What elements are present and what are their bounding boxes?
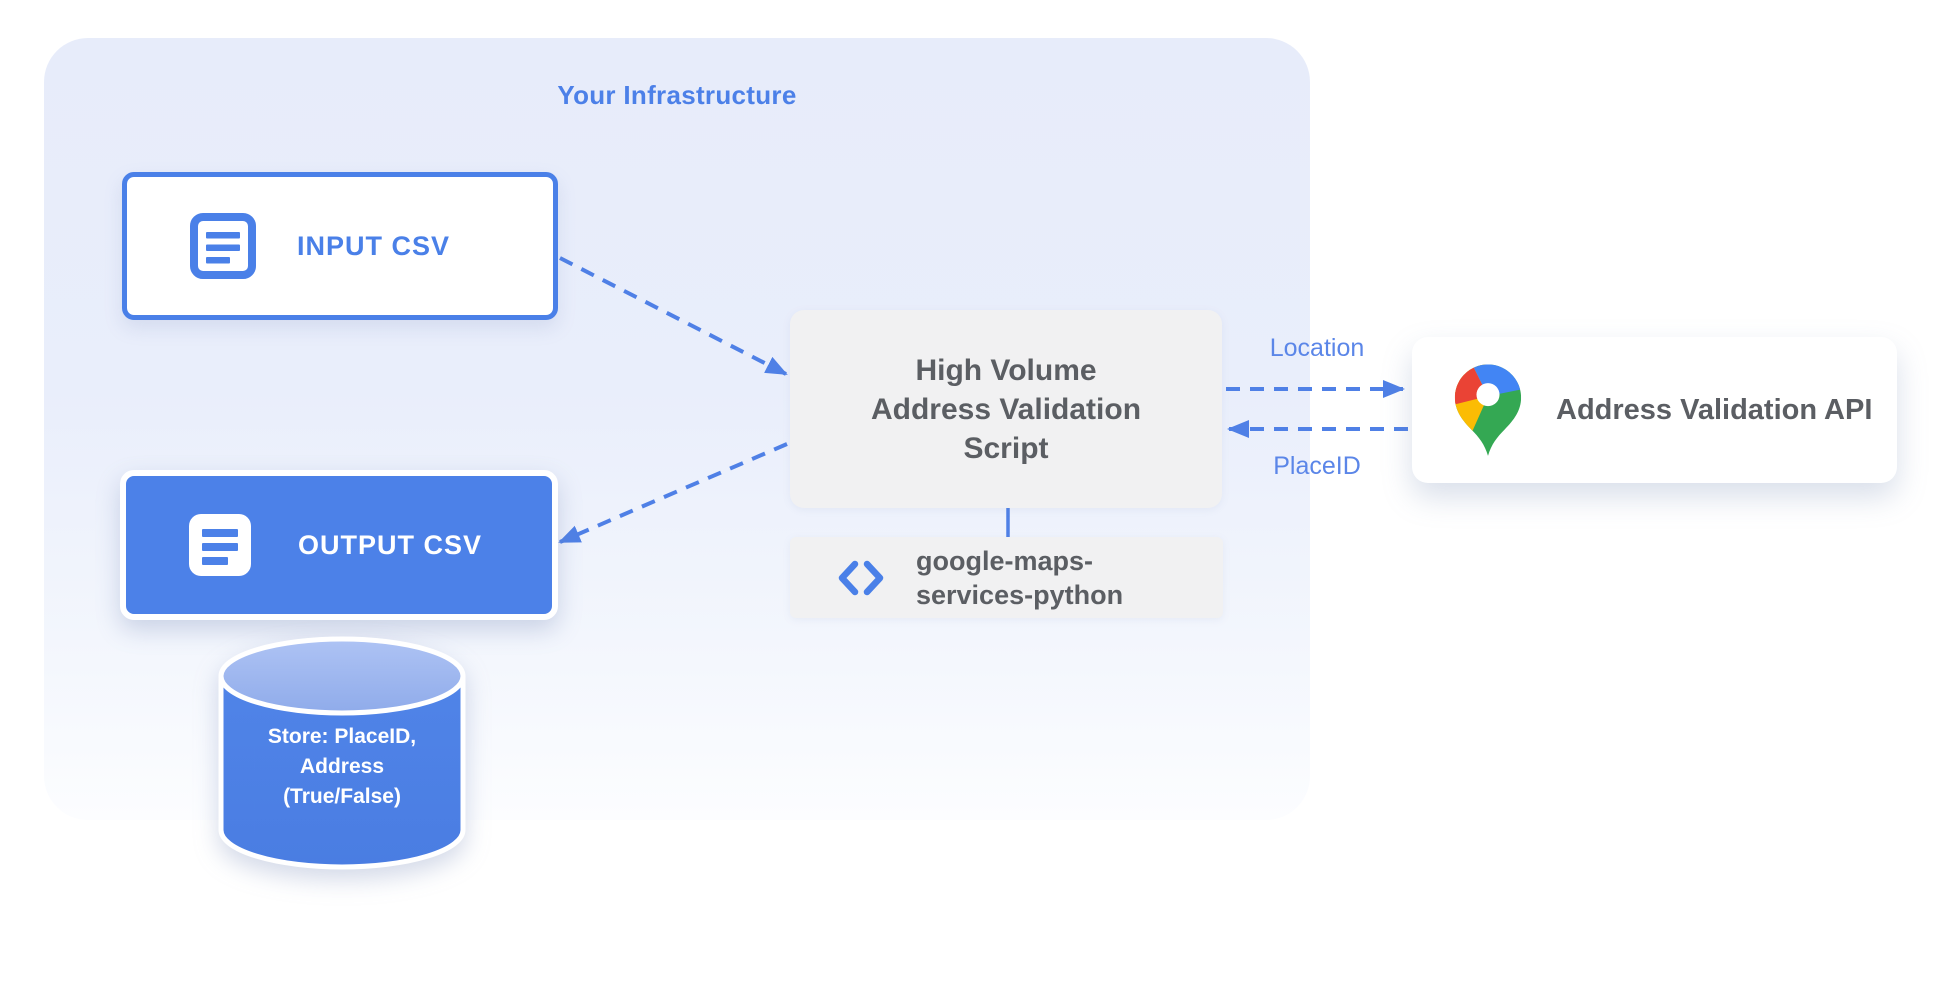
location-edge-label: Location [1269,334,1365,362]
output-csv-label: OUTPUT CSV [298,529,483,560]
datastore-line-1: Store: PlaceID, [267,725,417,748]
infrastructure-title: Your Infrastructure [557,80,797,110]
code-icon [838,560,884,595]
input-csv-node: INPUT CSV [122,172,558,320]
datastore-label: Store: PlaceID, Address (True/False) [210,722,474,812]
script-title-line-3: Script [963,431,1049,465]
datastore-line-2: Address [299,755,385,778]
document-icon [190,213,256,279]
placeid-edge-label: PlaceID [1273,452,1361,480]
google-maps-pin-icon [1454,363,1522,456]
script-title-line-1: High Volume [915,353,1097,387]
library-label: google-maps- services-python [916,544,1123,612]
api-node: Address Validation API [1412,337,1897,483]
script-title-line-2: Address Validation [870,392,1142,426]
library-label-line-2: services-python [916,579,1124,610]
document-icon [189,514,251,576]
database-cylinder [210,634,474,884]
script-node: High Volume Address Validation Script [790,310,1222,508]
database-cylinder-icon [218,636,466,870]
output-csv-node: OUTPUT CSV [120,470,558,620]
library-label-line-1: google-maps- [916,545,1094,576]
api-label: Address Validation API [1556,393,1873,426]
input-csv-label: INPUT CSV [297,230,451,261]
datastore-line-3: (True/False) [283,785,401,808]
library-node: google-maps- services-python [790,537,1223,618]
